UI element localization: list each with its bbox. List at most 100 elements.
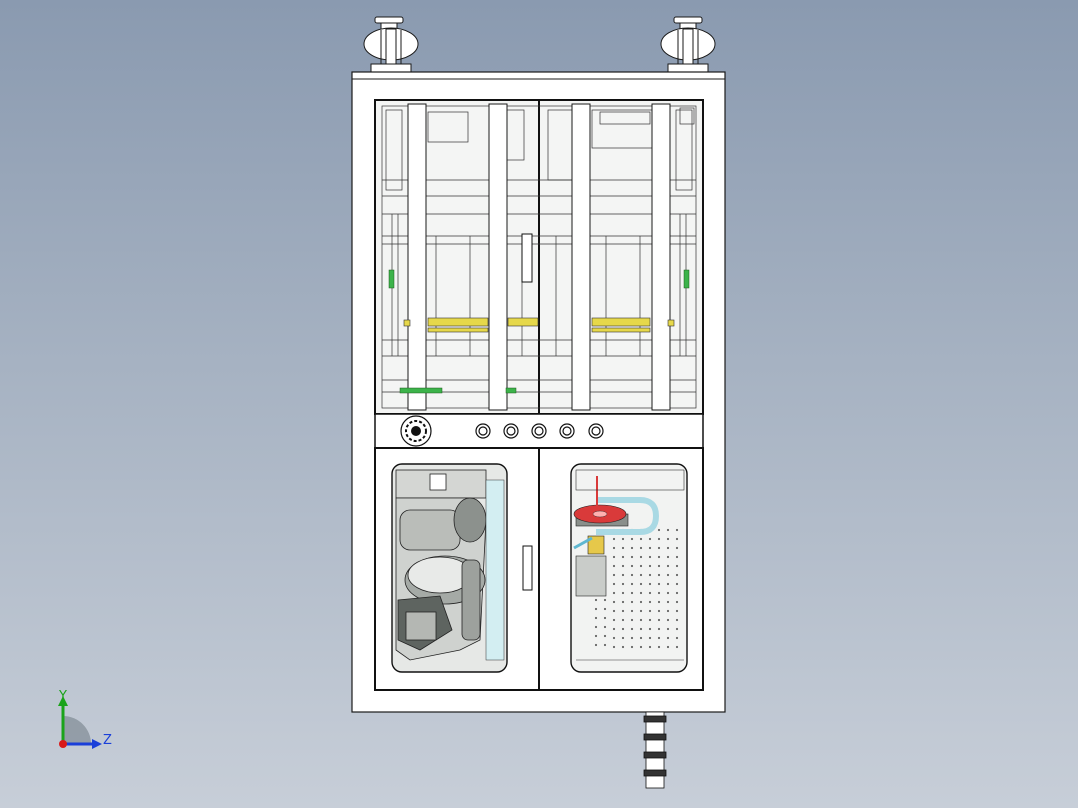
plate-hole [657, 537, 661, 541]
plate-hole [648, 573, 652, 577]
plate-hole [612, 618, 616, 622]
plate-hole [648, 546, 652, 550]
leveling-foot-left [363, 16, 419, 73]
plate-hole [612, 609, 616, 613]
plate-hole [639, 537, 643, 541]
plate-hole [612, 636, 616, 640]
plate-hole [666, 537, 670, 541]
plate-hole [621, 618, 625, 622]
plate-hole [666, 645, 670, 649]
plate-hole [630, 564, 634, 568]
plate-hole [639, 564, 643, 568]
plate-hole [666, 555, 670, 559]
plate-hole [639, 546, 643, 550]
plate-hole [675, 600, 679, 604]
plate-hole [612, 591, 616, 595]
plate-hole [621, 573, 625, 577]
plate-hole [666, 636, 670, 640]
plate-hole [630, 546, 634, 550]
plate-hole [648, 609, 652, 613]
signal-tower-segment [643, 751, 667, 759]
plate-hole [648, 555, 652, 559]
plate-hole [648, 636, 652, 640]
lower-door-handle[interactable] [522, 545, 533, 591]
leveling-foot-right [660, 16, 716, 73]
panel-button-2[interactable] [503, 423, 519, 439]
pneumatic-tube [596, 497, 660, 535]
plate-hole [630, 591, 634, 595]
plate-hole [594, 616, 598, 620]
plate-hole [639, 627, 643, 631]
plate-hole [603, 607, 607, 611]
plate-hole [639, 618, 643, 622]
upper-door-handle[interactable] [521, 233, 533, 283]
plate-hole [675, 573, 679, 577]
plate-hole [612, 564, 616, 568]
plate-hole [594, 607, 598, 611]
plate-hole [612, 573, 616, 577]
plate-hole [630, 582, 634, 586]
plate-hole [675, 618, 679, 622]
plate-hole [648, 537, 652, 541]
plate-hole [657, 564, 661, 568]
plate-hole [666, 564, 670, 568]
plate-hole [657, 609, 661, 613]
plate-hole [603, 616, 607, 620]
plate-hole [675, 591, 679, 595]
plate-hole [603, 634, 607, 638]
plate-hole [630, 627, 634, 631]
plate-hole [657, 618, 661, 622]
plate-hole [594, 634, 598, 638]
plate-hole [621, 546, 625, 550]
plate-hole [675, 627, 679, 631]
plate-hole [675, 609, 679, 613]
plate-hole [648, 600, 652, 604]
plate-hole [675, 645, 679, 649]
x-axis-point [59, 740, 67, 748]
plate-hole [675, 528, 679, 532]
plate-hole [594, 643, 598, 647]
signal-tower-segment [643, 733, 667, 741]
panel-button-3[interactable] [531, 423, 547, 439]
plate-hole [657, 573, 661, 577]
plate-hole [657, 528, 661, 532]
plate-hole [648, 618, 652, 622]
y-axis-label: Y [58, 689, 67, 704]
signal-tower-segment [643, 715, 667, 723]
plate-hole [666, 627, 670, 631]
plate-hole [612, 546, 616, 550]
plate-hole [621, 537, 625, 541]
plate-hole [594, 598, 598, 602]
z-axis-label: Z [103, 733, 112, 748]
plate-hole [666, 609, 670, 613]
plate-hole [666, 582, 670, 586]
plate-hole [657, 627, 661, 631]
plate-hole [630, 600, 634, 604]
panel-button-1[interactable] [475, 423, 491, 439]
panel-button-4[interactable] [559, 423, 575, 439]
plate-hole [630, 537, 634, 541]
plate-hole [621, 609, 625, 613]
plate-hole [648, 582, 652, 586]
plate-hole [675, 546, 679, 550]
plate-hole [630, 645, 634, 649]
plate-hole [657, 645, 661, 649]
plate-hole [639, 600, 643, 604]
plate-hole [612, 627, 616, 631]
panel-button-5[interactable] [588, 423, 604, 439]
plate-hole [603, 598, 607, 602]
plate-hole [666, 546, 670, 550]
plate-hole [621, 636, 625, 640]
plate-hole [612, 555, 616, 559]
plate-hole [621, 600, 625, 604]
emergency-stop-button[interactable] [400, 415, 432, 447]
red-rotary-table [573, 476, 629, 527]
signal-tower-segment [643, 769, 667, 777]
plate-hole [675, 582, 679, 586]
plate-hole [639, 645, 643, 649]
plate-hole [666, 573, 670, 577]
plate-hole [612, 537, 616, 541]
plate-hole [630, 573, 634, 577]
yellow-linear-rail [403, 317, 675, 333]
